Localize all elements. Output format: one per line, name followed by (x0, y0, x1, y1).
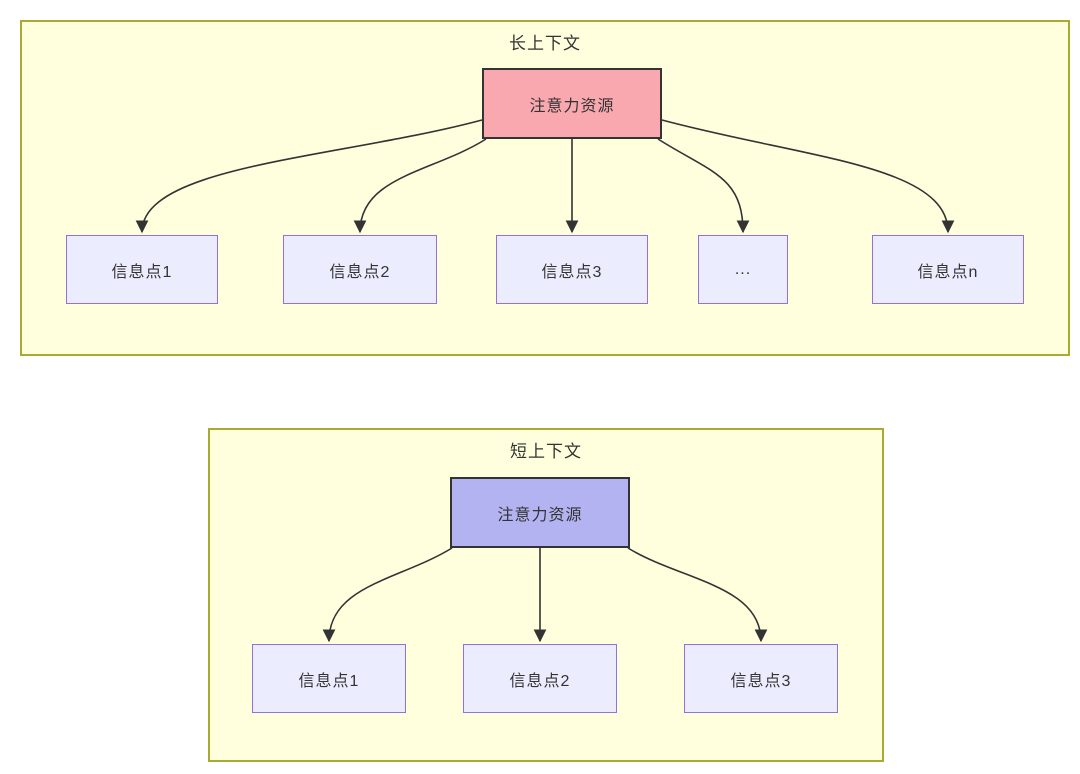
long-info-node-1: 信息点1 (66, 235, 218, 304)
long-info-node-ellipsis: ... (698, 235, 788, 304)
short-attention-node: 注意力资源 (450, 477, 630, 548)
short-info-node-3: 信息点3 (684, 644, 838, 713)
long-info-node-n: 信息点n (872, 235, 1024, 304)
short-context-title: 短上下文 (510, 442, 582, 461)
long-context-title: 长上下文 (509, 34, 581, 53)
short-info-node-2: 信息点2 (463, 644, 617, 713)
long-attention-node: 注意力资源 (482, 68, 662, 139)
long-info-node-3: 信息点3 (496, 235, 648, 304)
long-info-node-2: 信息点2 (283, 235, 437, 304)
short-info-node-1: 信息点1 (252, 644, 406, 713)
